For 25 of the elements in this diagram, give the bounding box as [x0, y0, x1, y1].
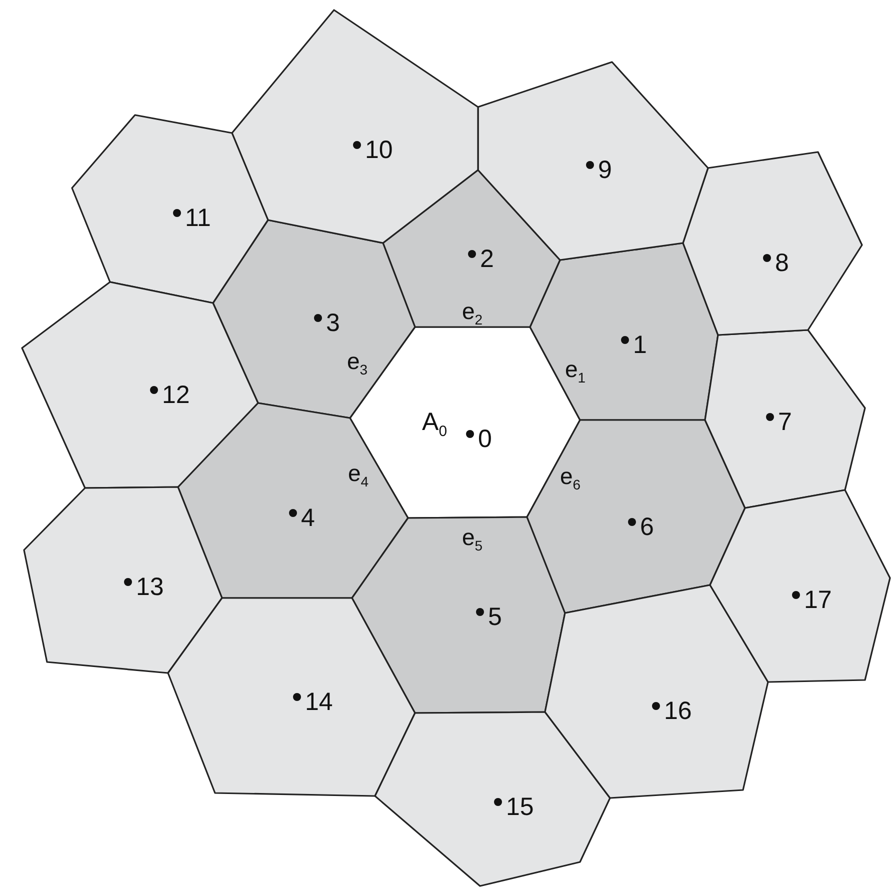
site-number: 0 — [478, 427, 492, 452]
site-number: 15 — [506, 795, 534, 820]
site-number: 17 — [804, 588, 832, 613]
boundary-label: e$_{4}$ — [348, 462, 369, 492]
site-number: 7 — [778, 410, 792, 435]
region-label: A$_{0}$ — [422, 410, 448, 442]
site-number: 14 — [305, 690, 333, 715]
site-number: 12 — [162, 383, 190, 408]
site-number: 8 — [775, 251, 789, 276]
site-number: 11 — [185, 206, 211, 231]
boundary-label: e$_{1}$ — [565, 358, 586, 388]
boundary-label: e$_{2}$ — [462, 300, 483, 330]
site-number: 9 — [598, 158, 612, 183]
site-number: 4 — [301, 506, 315, 531]
boundary-label: e$_{5}$ — [462, 526, 483, 556]
site-number: 3 — [326, 311, 340, 336]
site-number: 13 — [136, 575, 164, 600]
boundary-label: e$_{3}$ — [347, 350, 368, 380]
site-number: 2 — [480, 247, 494, 272]
site-number: 16 — [664, 699, 692, 724]
site-number: 5 — [488, 605, 502, 630]
site-number: 1 — [633, 333, 647, 358]
site-number: 10 — [365, 138, 393, 163]
site-number: 6 — [640, 515, 654, 540]
boundary-label: e$_{6}$ — [560, 465, 581, 495]
